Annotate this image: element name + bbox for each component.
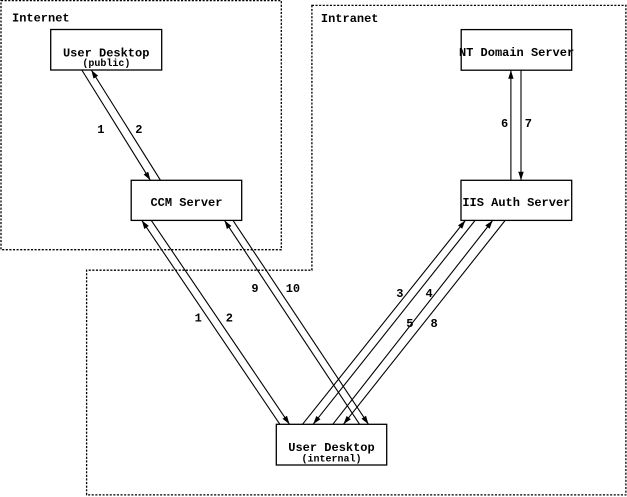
svg-text:2: 2	[135, 123, 142, 137]
svg-text:10: 10	[286, 282, 300, 296]
svg-text:4: 4	[425, 287, 432, 301]
svg-text:5: 5	[406, 317, 413, 331]
svg-text:7: 7	[525, 117, 532, 131]
svg-text:2: 2	[226, 312, 233, 326]
svg-text:Internet: Internet	[12, 12, 70, 26]
svg-text:NT Domain Server: NT Domain Server	[459, 46, 574, 60]
svg-text:Intranet: Intranet	[321, 12, 379, 26]
svg-text:CCM Server: CCM Server	[150, 196, 222, 210]
svg-text:1: 1	[97, 123, 104, 137]
svg-text:1: 1	[195, 312, 202, 326]
svg-text:User Desktop: User Desktop	[63, 46, 149, 60]
svg-text:3: 3	[396, 287, 403, 301]
svg-text:9: 9	[251, 282, 258, 296]
svg-text:6: 6	[501, 117, 508, 131]
svg-text:(internal): (internal)	[301, 453, 361, 465]
svg-text:(public): (public)	[82, 58, 130, 70]
svg-text:8: 8	[430, 317, 437, 331]
svg-text:IIS Auth Server: IIS Auth Server	[462, 196, 570, 210]
svg-text:User Desktop: User Desktop	[288, 441, 374, 455]
